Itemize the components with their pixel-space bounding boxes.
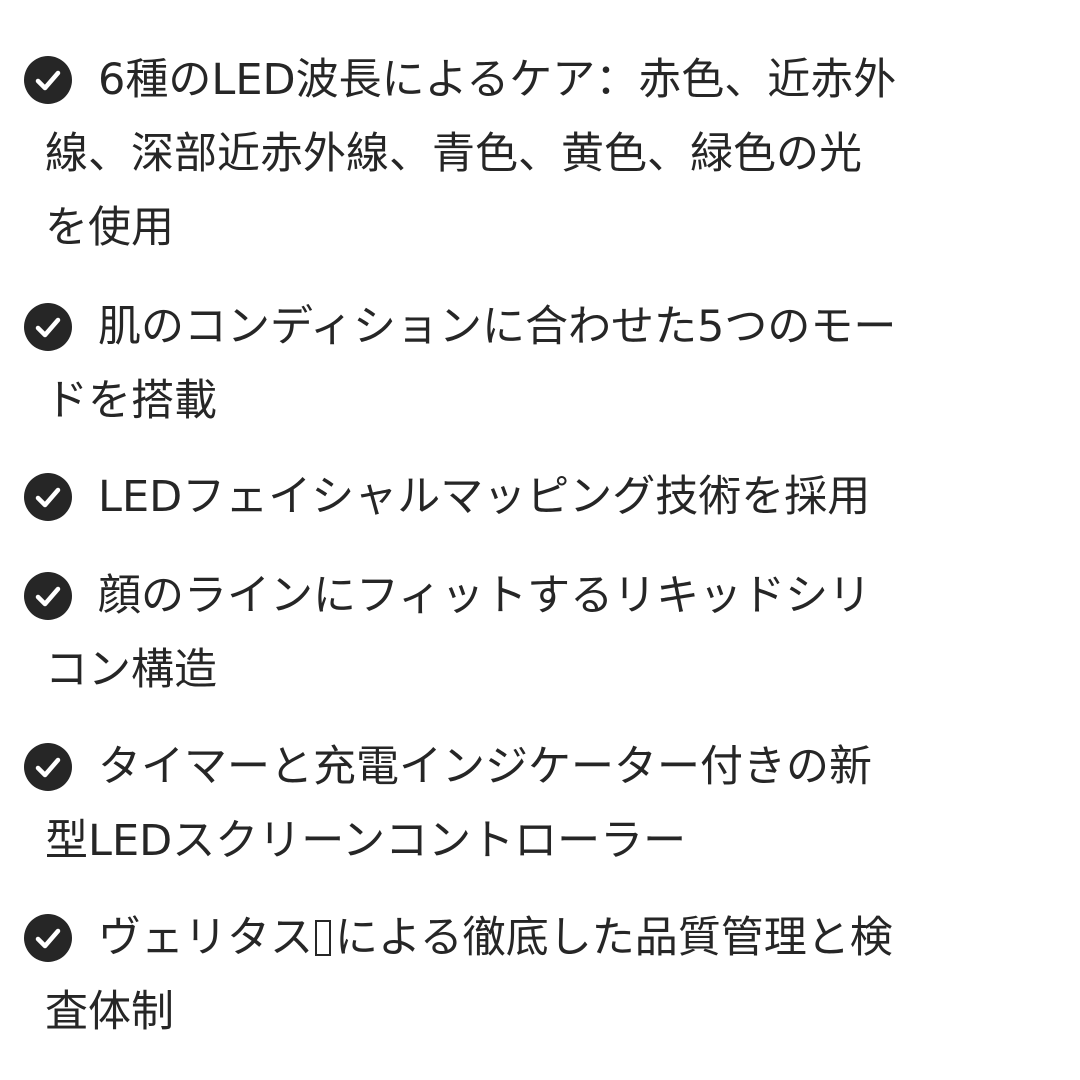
- missing-glyph-box: [315, 920, 331, 956]
- brand-name: ヴェリタス: [98, 913, 313, 963]
- check-circle-icon: [24, 56, 72, 104]
- check-circle-icon: [24, 572, 72, 620]
- feature-text-line: タイマーと充電インジケーター付きの新: [98, 742, 872, 792]
- feature-text-line: ドを搭載: [45, 376, 217, 426]
- feature-text-line: 線、深部近赤外線、青色、黄色、緑色の光: [45, 129, 862, 179]
- check-circle-icon: [24, 303, 72, 351]
- feature-text-line: 査体制: [45, 987, 174, 1037]
- feature-text-line: LEDフェイシャルマッピング技術を採用: [98, 472, 871, 522]
- feature-text-line: 顔のラインにフィットするリキッドシリ: [98, 571, 872, 621]
- check-circle-icon: [24, 473, 72, 521]
- check-circle-icon: [24, 743, 72, 791]
- feature-text-line: ヴェリタスによる徹底した品質管理と検: [98, 902, 893, 974]
- feature-text-line: コン構造: [45, 645, 217, 695]
- feature-text-line: 型LEDスクリーンコントローラー: [45, 816, 687, 866]
- feature-text-line: を使用: [45, 203, 174, 253]
- check-circle-icon: [24, 914, 72, 962]
- feature-text-line: 肌のコンディションに合わせた5つのモー: [98, 302, 897, 352]
- feature-text-line: 6種のLED波長によるケア：赤色、近赤外: [98, 55, 897, 105]
- feature-text-rest: による徹底した品質管理と検: [335, 913, 893, 963]
